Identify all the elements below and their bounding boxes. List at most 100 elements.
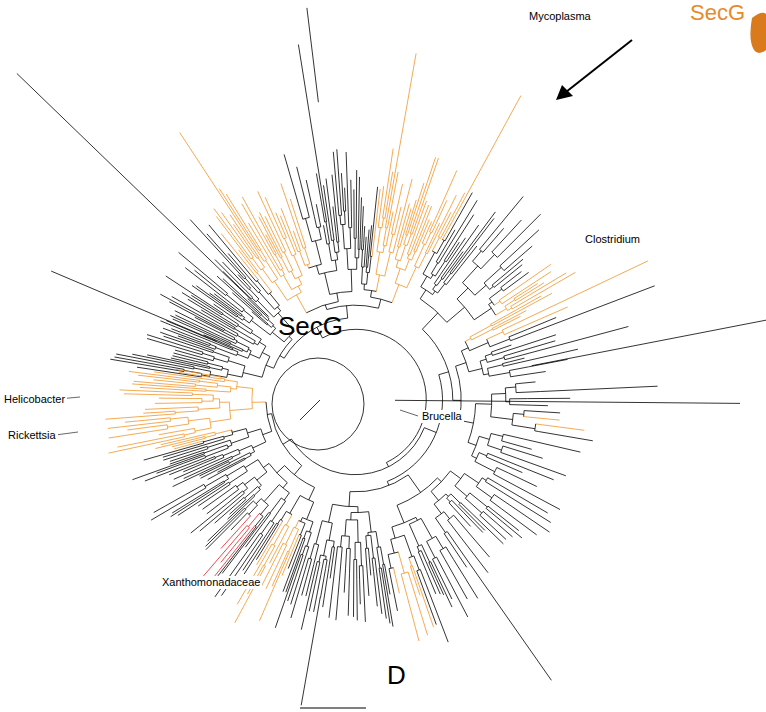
taxon-label: Xanthomonadaceae [160,576,262,589]
branch [472,514,503,544]
branch [231,388,237,390]
branch-arc [401,572,408,574]
branch [514,297,517,299]
branch-arc [243,318,245,321]
branch-arc [490,495,494,501]
branch-arc [277,523,279,524]
branch [462,538,488,572]
branch-arc [248,351,251,359]
branch [204,458,216,463]
branch [383,196,387,219]
branch [422,237,425,243]
branch [233,489,239,494]
branch [479,436,489,439]
branch [214,294,234,309]
branch [361,239,363,250]
branch [427,572,436,594]
branch [512,272,551,298]
branch-arc [244,277,246,278]
branch [132,384,184,388]
branch-arc [492,328,494,330]
branch [144,446,194,460]
branch [279,521,283,528]
branch [410,566,414,579]
branch [134,381,173,384]
branch [418,552,426,572]
branch [218,378,221,380]
branch [245,477,255,485]
branch-arc [395,283,407,288]
branch [516,458,566,476]
branch [450,471,460,479]
branch-arc [535,424,536,431]
branch-arc [501,288,504,291]
branch [316,174,321,203]
branch-arc [322,521,332,523]
branch-arc [283,251,286,252]
branch-arc [258,291,260,293]
branch [239,516,251,529]
branch [382,186,384,203]
branch [294,242,298,251]
branch [497,255,499,257]
branch-arc [212,351,214,353]
branch-arc [230,440,232,445]
branch [183,455,205,463]
branch [331,234,332,241]
branch [295,521,298,528]
branch [351,269,353,291]
branch [503,230,539,263]
branch-arc [366,272,369,273]
branch-arc [201,399,202,403]
branch-arc [254,495,255,496]
branch-arc [434,284,437,286]
branch [173,392,192,394]
branch [190,488,206,497]
branch [223,279,247,301]
branch [460,550,551,680]
branch [195,270,208,280]
branch [316,241,322,264]
branch [259,342,266,346]
branch [344,569,345,593]
branch [518,264,551,287]
branch-arc [299,534,301,536]
branch [189,446,207,452]
branch [342,190,343,211]
branch-arc [338,546,343,548]
branch [178,491,216,515]
branch [293,554,301,577]
branch [242,499,246,503]
branch-arc [303,538,305,540]
branch [503,434,524,439]
branch [366,536,367,549]
branch-arc [285,466,315,488]
branch [215,482,228,491]
branch [124,394,170,395]
branch-arc [444,532,447,534]
branch-arc [262,356,270,377]
branch [301,539,305,549]
branch [305,248,310,264]
branch-arc [398,246,400,248]
branch [488,478,499,484]
branch-arc [355,257,359,258]
branch [296,295,306,313]
branch [257,273,272,292]
branch [223,449,238,455]
branch-arc [258,487,261,490]
branch [421,551,424,557]
branch [360,542,362,566]
branch [324,225,327,240]
branch [378,203,381,228]
branch [262,269,272,283]
branch [439,372,449,375]
branch [280,253,282,257]
branch [127,427,149,430]
branch [366,267,368,272]
branch [263,463,269,467]
branch-arc [391,535,405,539]
branch [273,326,276,329]
branch [559,427,585,430]
